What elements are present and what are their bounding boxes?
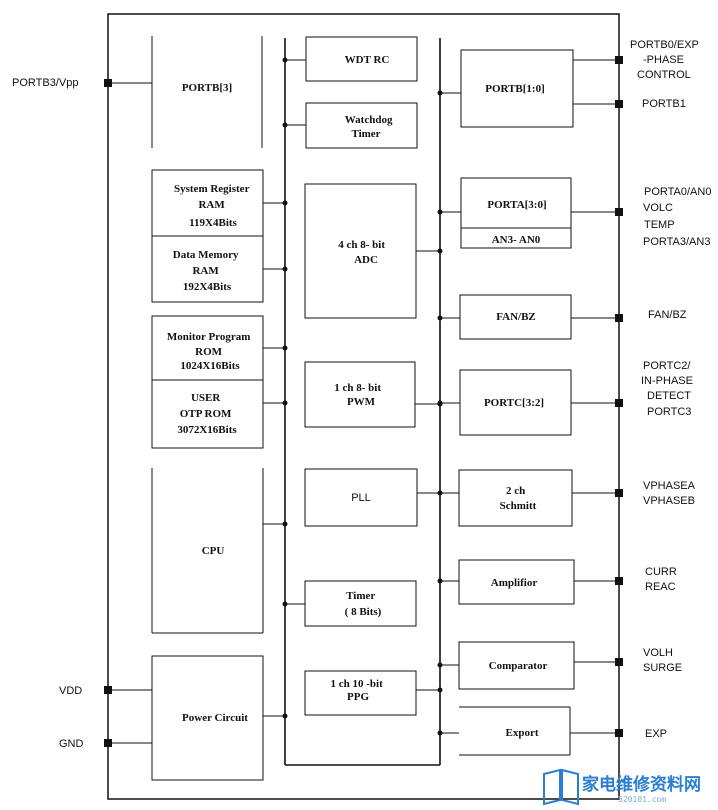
portc-label: PORTC[3:2]: [484, 397, 544, 409]
portb3-block-label: PORTB[3]: [182, 82, 232, 94]
pin-label-gnd: GND: [59, 738, 84, 750]
fan-bz-block: FAN/BZ: [437, 294, 572, 340]
pin-label-portb0: PORTB0/EXP -PHASE CONTROL: [630, 39, 702, 81]
porta-label: PORTA[3:0]: [487, 199, 546, 211]
pin-label-exp: EXP: [645, 728, 667, 740]
portc-block: PORTC[3:2]: [437, 369, 572, 436]
fan-bz-label: FAN/BZ: [496, 311, 536, 323]
adc-block: 4 ch 8- bit ADC: [304, 183, 443, 319]
left-pins: [104, 79, 152, 747]
amplifier-label: Amplifior: [491, 577, 538, 589]
power-circuit-block: Power Circuit: [151, 655, 264, 781]
amplifier-block: Amplifior: [437, 559, 575, 605]
porta-block: PORTA[3:0] AN3- AN0: [437, 177, 572, 249]
cpu-block: CPU: [151, 468, 264, 634]
portb3-block: PORTB[3]: [151, 36, 263, 148]
pll-label: PLL: [351, 492, 371, 504]
portb10-label: PORTB[1:0]: [485, 83, 545, 95]
pin-label-volh-surge: VOLH SURGE: [643, 647, 682, 674]
comparator-label: Comparator: [489, 660, 548, 672]
pin-label-fan-bz: FAN/BZ: [648, 309, 687, 321]
watchdog-timer-label: Watchdog Timer: [345, 114, 395, 140]
pin-label-portb1: PORTB1: [642, 98, 686, 110]
user-otp-rom-label: USER OTP ROM 3072X16Bits: [177, 392, 237, 436]
ppg-label: 1 ch 10 -bit PPG: [331, 678, 386, 703]
user-otp-rom-block: USER OTP ROM 3072X16Bits: [151, 379, 264, 449]
pin-label-porta: PORTA0/AN0 VOLC TEMP PORTA3/AN3: [643, 186, 715, 248]
data-memory-ram-label: Data Memory RAM 192X4Bits: [173, 249, 241, 293]
export-block: Export: [437, 706, 571, 756]
right-pin-markers: [615, 56, 623, 737]
data-memory-ram-block: Data Memory RAM 192X4Bits: [151, 235, 264, 303]
pin-label-vphase: VPHASEA VPHASEB: [643, 480, 697, 507]
cpu-block-label: CPU: [202, 545, 225, 557]
pin-label-portc: PORTC2/ IN-PHASE DETECT PORTC3: [641, 360, 696, 418]
system-register-ram-block: System Register RAM 119X4Bits: [151, 169, 264, 237]
pwm-label: 1 ch 8- bit PWM: [334, 382, 384, 408]
watermark-url: 520101.com: [618, 795, 666, 804]
ppg-block: 1 ch 10 -bit PPG: [304, 670, 443, 716]
schmitt-label: 2 ch Schmitt: [500, 485, 537, 512]
watchdog-timer-block: Watchdog Timer: [282, 102, 418, 149]
schmitt-block: 2 ch Schmitt: [458, 469, 573, 527]
pin-label-curr-reac: CURR REAC: [645, 566, 680, 593]
monitor-program-rom-label: Monitor Program ROM 1024X16Bits: [167, 331, 253, 372]
comparator-block: Comparator: [437, 641, 575, 690]
watermark: 家电维修资料网 520101.com: [543, 768, 701, 806]
monitor-program-rom-block: Monitor Program ROM 1024X16Bits: [151, 315, 264, 381]
pll-block: PLL: [304, 468, 459, 527]
adc-label: 4 ch 8- bit ADC: [338, 239, 388, 266]
timer-block: Timer ( 8 Bits): [282, 580, 417, 627]
export-label: Export: [506, 727, 539, 739]
power-circuit-label: Power Circuit: [182, 712, 248, 724]
timer-label: Timer ( 8 Bits): [345, 590, 382, 618]
book-logo-icon: [543, 768, 579, 806]
pin-label-vdd: VDD: [59, 685, 82, 697]
pwm-block: 1 ch 8- bit PWM: [304, 361, 443, 428]
right-pin-wires: [570, 59, 619, 734]
pin-label-portb3-vpp: PORTB3/Vpp: [12, 77, 78, 89]
wdt-rc-label: WDT RC: [345, 54, 390, 66]
left-bus-links: [263, 200, 288, 719]
system-register-ram-label: System Register RAM 119X4Bits: [174, 183, 252, 229]
watermark-text: 家电维修资料网: [582, 774, 701, 795]
an-label: AN3- AN0: [492, 234, 541, 246]
wdt-rc-block: WDT RC: [282, 36, 418, 82]
portb10-block: PORTB[1:0]: [437, 49, 574, 128]
